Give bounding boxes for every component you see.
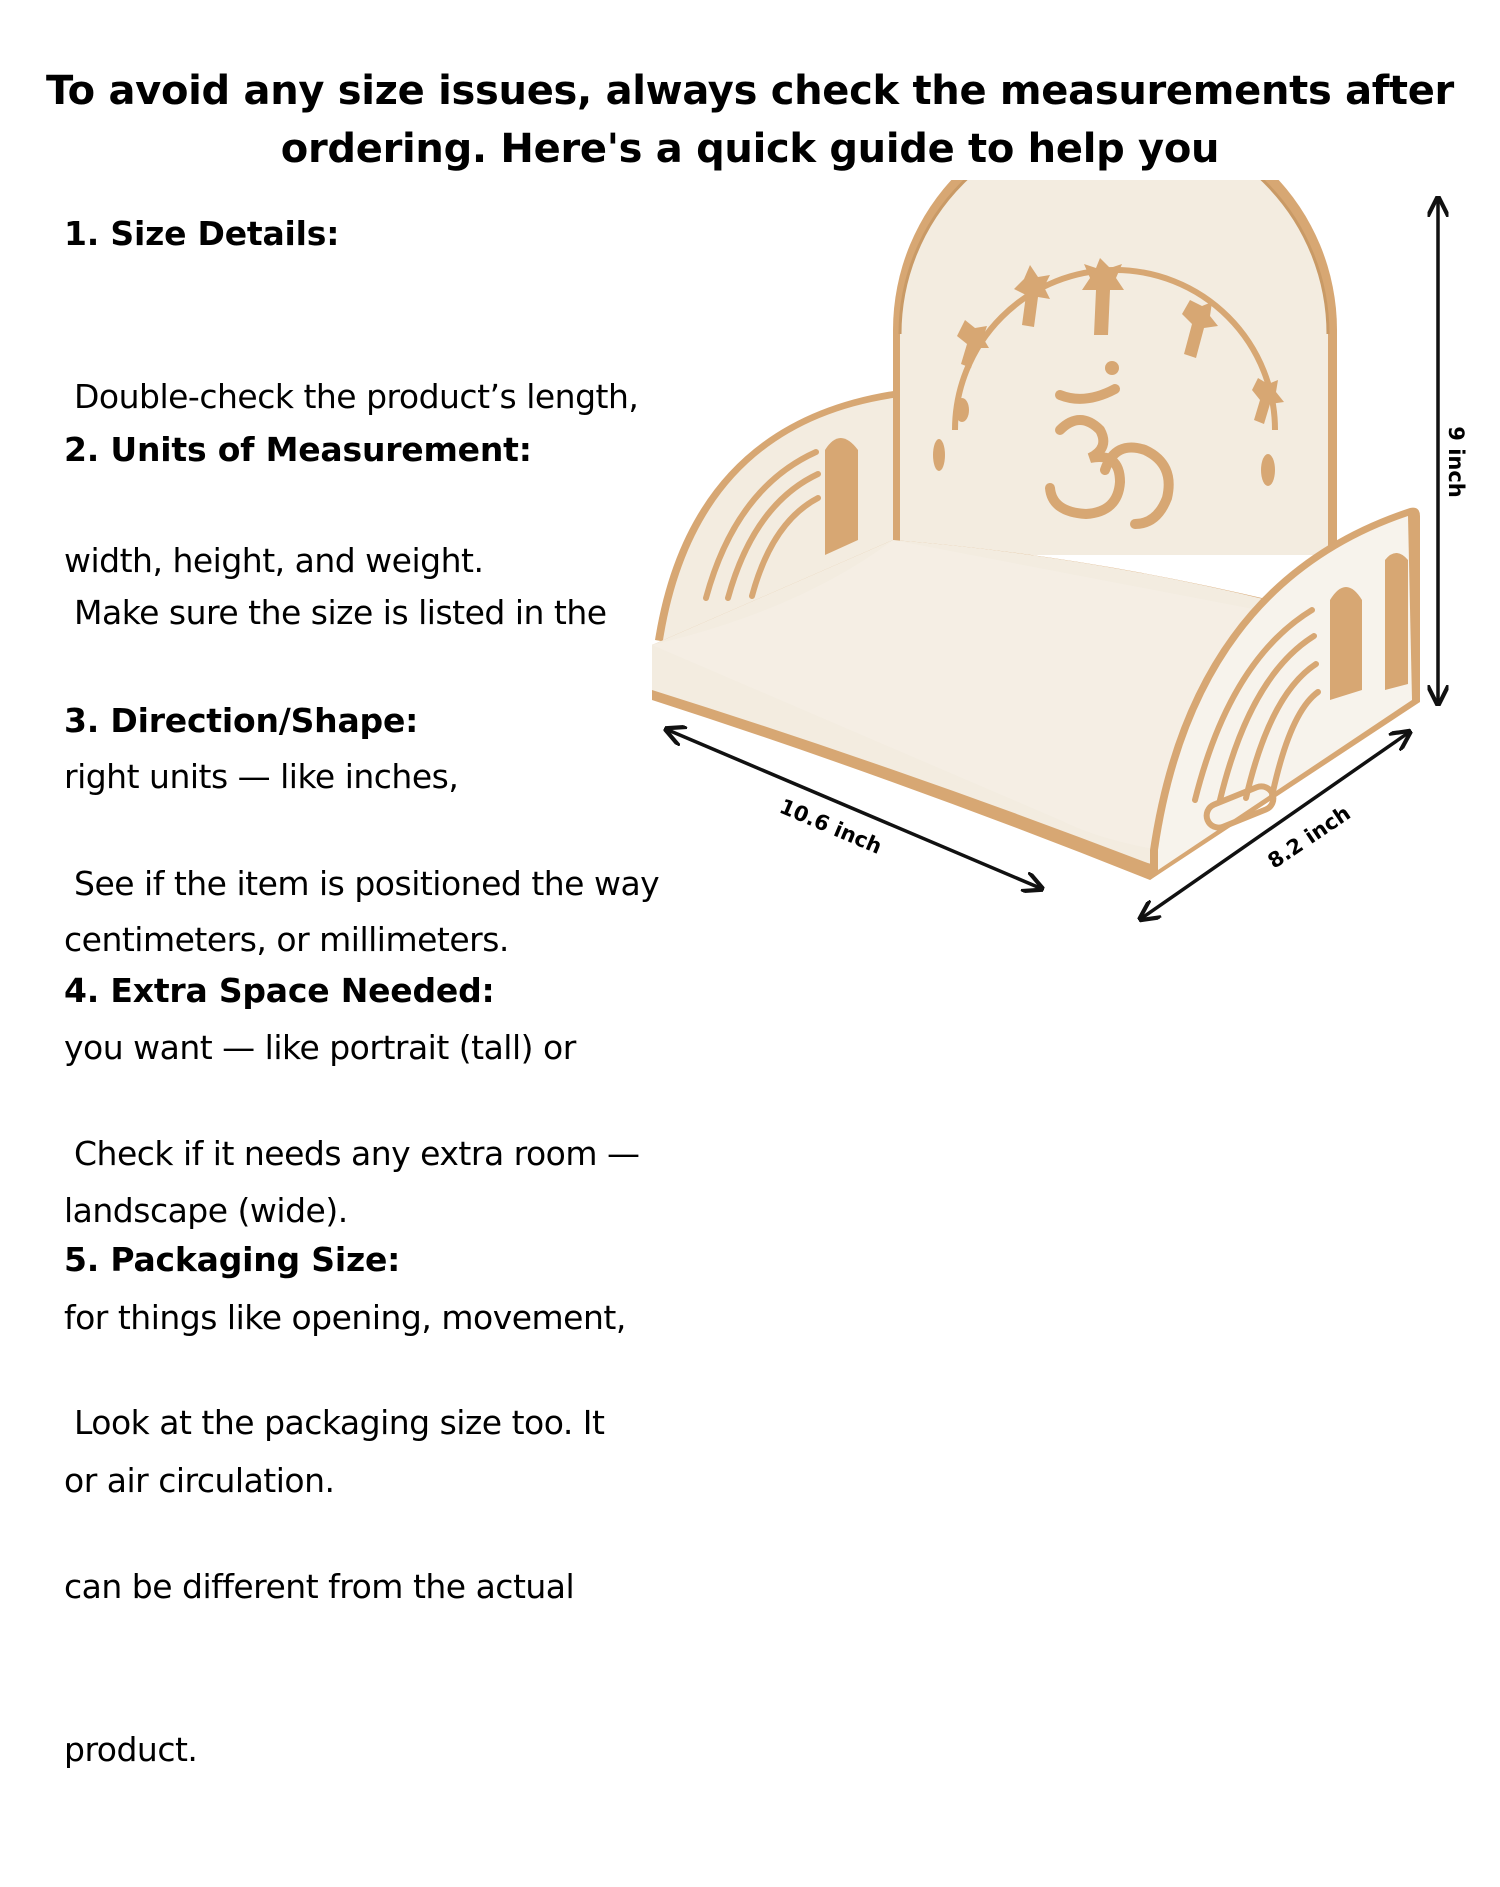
guide-item-line: width, height, and weight. <box>64 540 484 580</box>
guide-item-line: can be different from the actual <box>64 1566 575 1606</box>
guide-item-direction: 3. Direction/Shape: See if the item is p… <box>64 694 754 1348</box>
guide-item-line: See if the item is positioned the way <box>64 864 660 903</box>
guide-item-line: centimeters, or millimeters. <box>64 920 509 959</box>
guide-item-line: you want — like portrait (tall) or <box>64 1027 576 1067</box>
height-label: 9 inch <box>1444 426 1468 497</box>
guide-item-line: right units — like inches, <box>64 756 459 796</box>
guide-item-body: Make sure the size is listed in the righ… <box>64 477 754 1077</box>
depth-arrow <box>1142 733 1408 918</box>
length-arrow <box>668 730 1040 888</box>
headline-line-1: To avoid any size issues, always check t… <box>46 68 1454 114</box>
guide-item-line: or air circulation. <box>64 1461 335 1500</box>
guide-item-body: Double-check the product’s length, width… <box>64 261 754 697</box>
ornament-cutouts <box>933 258 1284 486</box>
guide-item-line: Make sure the size is listed in the <box>64 593 607 632</box>
guide-item-body: See if the item is positioned the way yo… <box>64 748 754 1348</box>
guide-item-units: 2. Units of Measurement: Make sure the s… <box>64 423 754 1077</box>
length-label: 10.6 inch <box>776 794 885 859</box>
guide-item-packaging: 5. Packaging Size: Look at the packaging… <box>64 1233 754 1887</box>
om-symbol <box>1045 361 1174 529</box>
guide-item-title: 1. Size Details: <box>64 214 340 253</box>
product-dimension-figure: 9 inch 10.6 inch 8.2 inch <box>652 180 1468 940</box>
headline-line-2: ordering. Here's a quick guide to help y… <box>280 126 1220 172</box>
guide-item-line: Check if it needs any extra room — <box>64 1134 640 1173</box>
depth-label: 8.2 inch <box>1263 801 1354 873</box>
guide-item-line: product. <box>64 1730 198 1769</box>
guide-item-title: 5. Packaging Size: <box>64 1240 401 1279</box>
guide-item-line: for things like opening, movement, <box>64 1297 626 1337</box>
headline: To avoid any size issues, always check t… <box>30 62 1470 178</box>
guide-item-title: 2. Units of Measurement: <box>64 430 532 469</box>
guide-item-line: Double-check the product’s length, <box>64 377 639 416</box>
guide-item-body: Look at the packaging size too. It can b… <box>64 1287 754 1887</box>
guide-item-line: landscape (wide). <box>64 1191 348 1230</box>
guide-item-size-details: 1. Size Details: Double-check the produc… <box>64 207 754 697</box>
guide-item-line: Look at the packaging size too. It <box>64 1403 605 1442</box>
shelf-back-arch <box>893 180 1337 555</box>
guide-item-extra-space: 4. Extra Space Needed: Check if it needs… <box>64 964 754 1618</box>
guide-item-title: 3. Direction/Shape: <box>64 701 419 740</box>
guide-item-body: Check if it needs any extra room — for t… <box>64 1018 754 1618</box>
guide-item-title: 4. Extra Space Needed: <box>64 971 495 1010</box>
